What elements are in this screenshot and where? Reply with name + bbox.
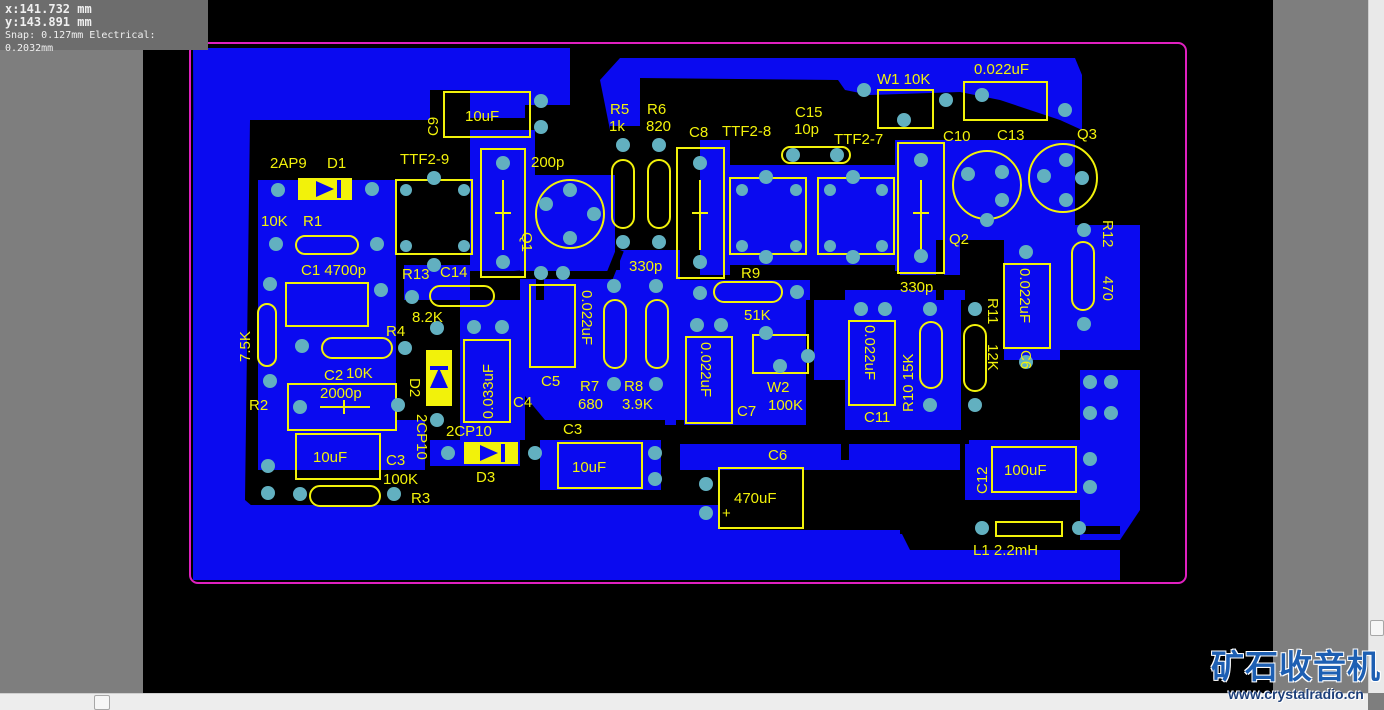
vertical-scrollbar[interactable] [1368, 0, 1384, 693]
label-c022-top: 0.022uF [974, 61, 1029, 78]
label-c6-plus: + [722, 505, 731, 522]
label-tcoil9: TTF2-9 [400, 151, 449, 168]
label-c3b-ref: C3 [563, 421, 582, 438]
label-r11-value: 12K [984, 344, 1001, 371]
label-r11-ref: R11 [984, 298, 1001, 324]
label-c7-value: 0.022uF [697, 342, 714, 397]
label-c8: C8 [689, 124, 708, 141]
label-r5-ref: R5 [610, 101, 629, 118]
label-c4-value: 0.033uF [480, 364, 497, 419]
label-r8-value: 3.9K [622, 396, 653, 413]
label-c2000: 2000p [320, 385, 362, 402]
copper-layer [193, 48, 1140, 580]
label-c330-b: 330p [900, 279, 933, 296]
label-d2-ref: D2 [406, 378, 423, 397]
cursor-y: y:143.891 mm [5, 15, 92, 29]
cursor-x: x:141.732 mm [5, 2, 92, 16]
label-r7-ref: R7 [580, 378, 599, 395]
label-c12-ref: C12 [974, 466, 991, 494]
diode-symbols [298, 178, 518, 464]
label-c9-ref: C9 [425, 117, 442, 136]
label-c200p: 200p [531, 154, 564, 171]
label-c10: C10 [943, 128, 971, 145]
label-q3: Q3 [1077, 126, 1097, 143]
label-c6-ref: C6 [768, 447, 787, 464]
label-r2-ref: R2 [249, 397, 268, 414]
silkscreen-outlines [257, 81, 1098, 537]
watermark-url: www.crystalradio.cn [1228, 686, 1364, 702]
watermark-title: 矿石收音机 [1211, 648, 1381, 685]
label-r1-ref: R1 [303, 213, 322, 230]
label-r12-value: 470 [1099, 276, 1116, 301]
label-r5-value: 1k [609, 118, 625, 135]
label-c12-value: 100uF [1004, 462, 1047, 479]
label-tcoil7: TTF2-7 [834, 131, 883, 148]
label-r6-ref: R6 [647, 101, 666, 118]
label-r2-value: 7.5K [237, 331, 254, 362]
label-r7-value: 680 [578, 396, 603, 413]
label-d1-ref: D1 [327, 155, 346, 172]
label-l1: L1 2.2mH [973, 542, 1038, 559]
label-c3a-ref: C3 [386, 452, 405, 469]
label-r3-value: 100K [383, 471, 418, 488]
board-outline [189, 42, 1187, 584]
label-d2-value: 2CP10 [413, 414, 430, 460]
label-c14-ref: C14 [440, 264, 468, 281]
snap-info: Snap: 0.127mm Electrical: 0.2032mm [5, 30, 156, 54]
label-r4-ref: R4 [386, 323, 405, 340]
silkscreen-labels: TTF2-9 TTF2-8 TTF2-7 2AP9 D1 10K R1 C1 4… [237, 61, 1116, 559]
label-c9-value: 10uF [465, 108, 499, 125]
site-watermark: 矿石收音机 www.crystalradio.cn [1210, 648, 1382, 708]
label-c2-ref: C2 [324, 367, 343, 384]
label-c7-ref: C7 [737, 403, 756, 420]
horizontal-scroll-thumb[interactable] [94, 695, 110, 710]
label-c6r-value: 0.022uF [1016, 268, 1033, 323]
label-r9-ref: R9 [741, 265, 760, 282]
label-c3b-value: 10uF [572, 459, 606, 476]
label-c13: C13 [997, 127, 1025, 144]
label-w2-value: 100K [768, 397, 803, 414]
label-d3-ref: D3 [476, 469, 495, 486]
label-c330-a: 330p [629, 258, 662, 275]
label-c11-value: 0.022uF [861, 325, 878, 380]
label-r1-value: 10K [261, 213, 288, 230]
label-c6-value: 470uF [734, 490, 777, 507]
label-c5-value: 0.022uF [578, 290, 595, 345]
label-d3-value: 2CP10 [446, 423, 492, 440]
workspace-margin [1273, 0, 1368, 693]
label-q2: Q2 [949, 231, 969, 248]
label-r6-value: 820 [646, 118, 671, 135]
vertical-scroll-thumb[interactable] [1370, 620, 1384, 636]
label-d1-value: 2AP9 [270, 155, 307, 172]
label-r10: R10 15K [900, 354, 917, 412]
label-c2-r4-value: 10K [346, 365, 373, 382]
label-c15-value: 10p [794, 121, 819, 138]
label-c4-ref: C4 [513, 394, 532, 411]
label-w2-ref: W2 [767, 379, 790, 396]
horizontal-scrollbar[interactable] [0, 693, 1368, 710]
label-r13-ref: R13 [402, 266, 430, 283]
label-q1: Q1 [518, 232, 535, 252]
label-c1: C1 4700p [301, 262, 366, 279]
label-r9-value: 51K [744, 307, 771, 324]
label-c11-ref: C11 [864, 409, 890, 426]
label-r3-ref: R3 [411, 490, 430, 507]
label-r12-ref: R12 [1099, 220, 1116, 248]
label-c5-ref: C5 [541, 373, 560, 390]
pcb-canvas[interactable]: TTF2-9 TTF2-8 TTF2-7 2AP9 D1 10K R1 C1 4… [143, 0, 1273, 693]
label-tcoil8: TTF2-8 [722, 123, 771, 140]
label-r13-value: 8.2K [412, 309, 443, 326]
label-w1: W1 10K [877, 71, 930, 88]
pads [261, 83, 1118, 535]
coordinate-readout: x:141.732 mm y:143.891 mm Snap: 0.127mm … [0, 0, 208, 54]
label-c3a-value: 10uF [313, 449, 347, 466]
label-c15-ref: C15 [795, 104, 823, 121]
label-r8-ref: R8 [624, 378, 643, 395]
label-c6r-ref: C6 [1017, 350, 1034, 369]
